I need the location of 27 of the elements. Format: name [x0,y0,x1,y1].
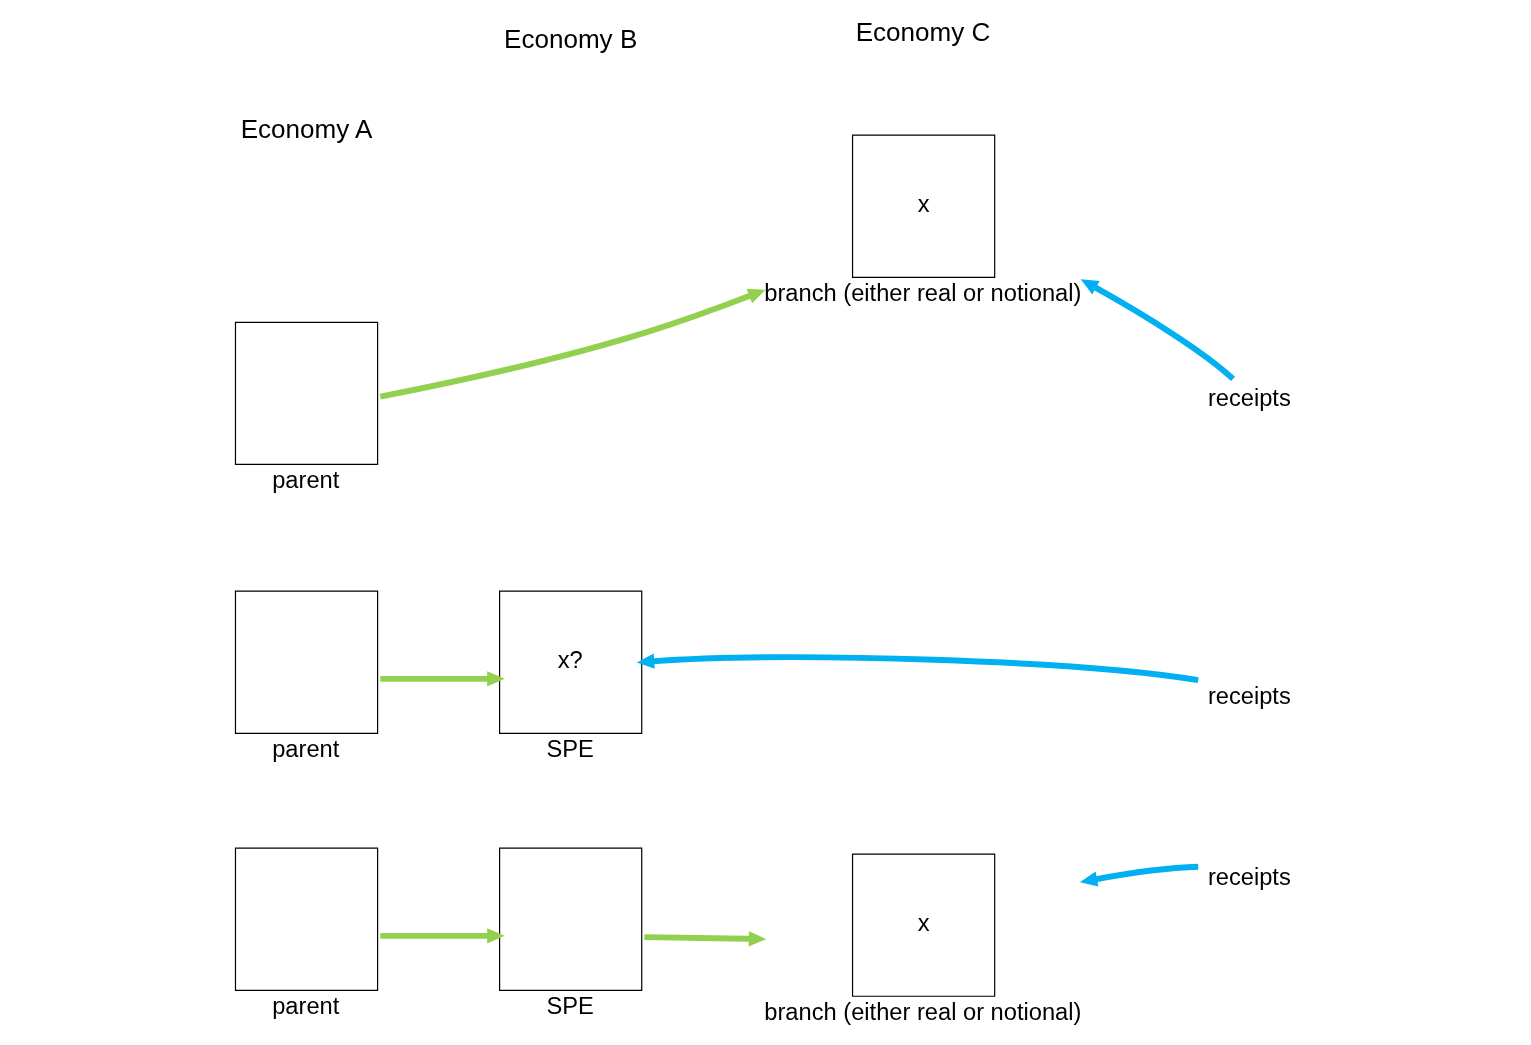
node-box: x [851,134,996,278]
node-label: branch (either real or notional) [764,998,1082,1025]
node-box: x? [499,590,643,734]
node-text: receipts [1207,682,1291,709]
arrow [636,653,1199,684]
node-box [499,847,643,991]
node-label: SPE [546,993,594,1020]
label: Economy B [504,24,638,55]
node-box [234,847,379,991]
node-label: parent [272,467,340,494]
node-label: branch (either real or notional) [764,280,1082,307]
node-label: parent [272,993,340,1020]
label: Economy A [240,114,373,145]
node-text: receipts [1207,863,1291,890]
node-box [234,590,379,734]
arrow [1080,279,1236,382]
node-text: receipts [1207,385,1291,412]
arrow [1079,863,1199,887]
node-label: parent [272,736,340,763]
arrow [380,671,505,687]
node-label: SPE [546,736,594,763]
node-box: x [851,853,996,997]
node-box [234,321,379,466]
label: Economy C [855,17,991,48]
arrow [379,288,766,400]
arrow [644,931,767,947]
arrow [380,928,505,944]
